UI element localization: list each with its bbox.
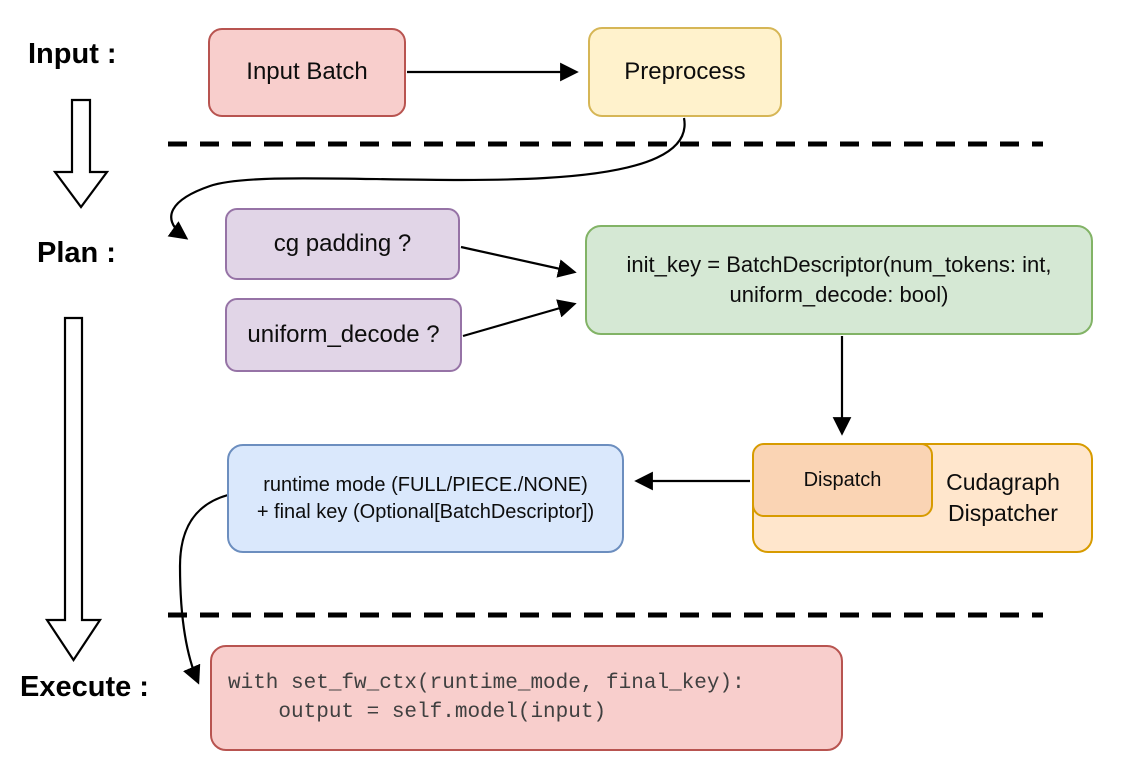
- connector-uniformdecode-to-initkey: [462, 299, 577, 338]
- node-dispatch-label: Dispatch: [803, 468, 882, 491]
- connector-preprocess-to-cgpadding: [167, 117, 686, 240]
- node-runtime-mode-line2: + final key (Optional[BatchDescriptor]): [256, 500, 595, 523]
- node-uniform-decode: uniform_decode ?: [225, 298, 462, 372]
- node-init-key-line1: init_key = BatchDescriptor(num_tokens: i…: [626, 252, 1052, 278]
- node-cg-padding-label: cg padding ?: [273, 229, 412, 257]
- phase-label-plan: Plan :: [37, 237, 116, 269]
- node-init-key: init_key = BatchDescriptor(num_tokens: i…: [585, 225, 1093, 335]
- node-execute-code: with set_fw_ctx(runtime_mode, final_key)…: [210, 645, 843, 751]
- node-dispatch: Dispatch: [752, 443, 933, 517]
- phase-label-input: Input :: [28, 38, 117, 70]
- node-cg-padding: cg padding ?: [225, 208, 460, 280]
- node-input-batch: Input Batch: [208, 28, 406, 117]
- node-init-key-line2: uniform_decode: bool): [729, 282, 949, 307]
- input-phase-down-arrow-icon: [52, 98, 110, 209]
- plan-phase-down-arrow-icon: [44, 316, 103, 662]
- node-cudagraph-dispatcher-line1: Cudagraph: [946, 468, 1060, 495]
- node-input-batch-label: Input Batch: [246, 58, 368, 86]
- phase-label-execute: Execute :: [20, 671, 149, 703]
- node-runtime-mode-line1: runtime mode (FULL/PIECE./NONE): [263, 473, 588, 496]
- node-preprocess: Preprocess: [588, 27, 782, 117]
- node-preprocess-label: Preprocess: [624, 57, 746, 85]
- connector-runtimemode-to-executecode: [178, 493, 229, 685]
- node-execute-code-line1: with set_fw_ctx(runtime_mode, final_key)…: [228, 672, 745, 695]
- node-cudagraph-dispatcher-line2: Dispatcher: [948, 500, 1058, 526]
- connector-cgpadding-to-initkey: [460, 245, 577, 278]
- node-execute-code-line2: output = self.model(input): [228, 701, 607, 724]
- node-runtime-mode: runtime mode (FULL/PIECE./NONE) + final …: [227, 444, 624, 553]
- node-uniform-decode-label: uniform_decode ?: [247, 320, 440, 348]
